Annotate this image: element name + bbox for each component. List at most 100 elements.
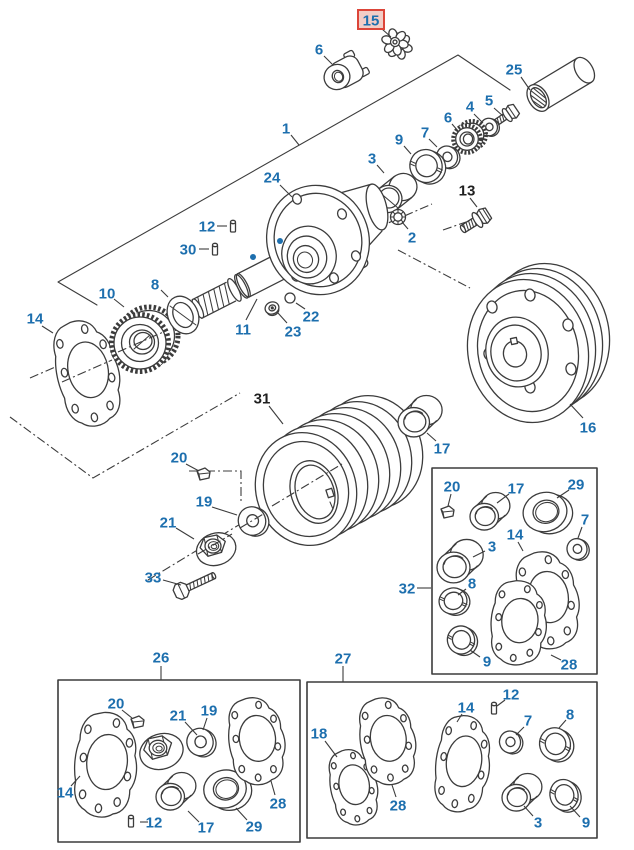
callout-12-13[interactable]: 12: [199, 219, 216, 236]
part-29-seal-box32: [518, 485, 578, 541]
callout-28-47[interactable]: 28: [270, 796, 287, 813]
callout-9-38[interactable]: 9: [483, 654, 491, 671]
leader-line: [401, 221, 409, 230]
callout-18-48[interactable]: 18: [311, 726, 328, 743]
leader-line: [473, 113, 484, 124]
callout-24-10[interactable]: 24: [264, 170, 281, 187]
callout-20-24[interactable]: 20: [171, 450, 188, 467]
part-7-washer-box32: [564, 535, 593, 564]
part-8-ring-box27: [535, 722, 579, 767]
callout-17-32[interactable]: 17: [508, 481, 525, 498]
leader-line: [70, 775, 81, 787]
callout-9-55[interactable]: 9: [582, 815, 590, 832]
leader-line: [41, 325, 54, 334]
leader-line: [456, 713, 463, 723]
part-16-pulley: [466, 262, 611, 424]
part-3-bushing-box32: [436, 538, 484, 584]
callout-6-5[interactable]: 6: [444, 110, 452, 127]
callout-21-26[interactable]: 21: [160, 515, 177, 532]
callout-23-19[interactable]: 23: [285, 324, 302, 341]
part-6-gear: [451, 119, 488, 155]
callout-15-0[interactable]: 15: [363, 13, 380, 30]
callout-3-54[interactable]: 3: [534, 815, 542, 832]
leader-line: [235, 807, 248, 821]
centerline-overlays: [61, 329, 343, 555]
callout-1-9[interactable]: 1: [282, 121, 290, 138]
callout-10-15[interactable]: 10: [99, 286, 116, 303]
callout-21-41[interactable]: 21: [170, 708, 187, 725]
part-3-bushing-box27: [501, 772, 543, 812]
group-box-27: [306, 681, 598, 839]
leader-line: [324, 740, 338, 758]
callout-28-39[interactable]: 28: [561, 657, 578, 674]
part-19-washer-box26: [182, 723, 220, 762]
callout-14-43[interactable]: 14: [57, 785, 74, 802]
callout-16-21[interactable]: 16: [580, 420, 597, 437]
callout-13-11[interactable]: 13: [459, 183, 476, 200]
callout-29-46[interactable]: 29: [246, 819, 263, 836]
leader-line: [279, 184, 293, 198]
leader-line: [245, 298, 258, 321]
callout-19-25[interactable]: 19: [196, 494, 213, 511]
callout-12-51[interactable]: 12: [503, 687, 520, 704]
leader-line: [569, 805, 581, 818]
callout-19-42[interactable]: 19: [201, 703, 218, 720]
leader-line: [451, 123, 460, 133]
leader-line: [391, 784, 397, 798]
callout-7-34[interactable]: 7: [581, 512, 589, 529]
callout-25-2[interactable]: 25: [506, 62, 523, 79]
part-2-nut: [389, 208, 407, 226]
part-17-bushing-box26: [155, 771, 197, 811]
link-dot[interactable]: [277, 238, 283, 244]
leader-line: [376, 164, 385, 174]
callout-3-8[interactable]: 3: [368, 151, 376, 168]
link-dot[interactable]: [250, 254, 256, 260]
leader-line: [268, 405, 284, 425]
callout-27-30[interactable]: 27: [335, 651, 352, 668]
callout-8-16[interactable]: 8: [151, 277, 159, 294]
leader-line: [428, 138, 438, 148]
callout-3-36[interactable]: 3: [488, 539, 496, 556]
callout-2-12[interactable]: 2: [408, 230, 416, 247]
part-15-coupling-spider: [381, 28, 413, 60]
callout-32-28[interactable]: 32: [399, 581, 416, 598]
callout-9-7[interactable]: 9: [395, 132, 403, 149]
callout-31-22[interactable]: 31: [254, 391, 271, 408]
leader-line: [185, 463, 200, 472]
callout-14-17[interactable]: 14: [27, 311, 44, 328]
callout-22-20[interactable]: 22: [303, 309, 320, 326]
part-21-flange-nut-box26: [134, 727, 189, 776]
callout-29-33[interactable]: 29: [568, 477, 585, 494]
callout-5-3[interactable]: 5: [485, 93, 493, 110]
leader-line: [556, 489, 570, 499]
leader-line: [493, 107, 504, 117]
callout-26-29[interactable]: 26: [153, 650, 170, 667]
part-8-ring: [166, 295, 200, 335]
callout-6-1[interactable]: 6: [315, 42, 323, 59]
leader-line: [472, 550, 486, 558]
callout-17-45[interactable]: 17: [198, 820, 215, 837]
callout-33-27[interactable]: 33: [145, 570, 162, 587]
callout-8-53[interactable]: 8: [566, 707, 574, 724]
callout-17-23[interactable]: 17: [434, 441, 451, 458]
callout-30-14[interactable]: 30: [180, 242, 197, 259]
callout-28-49[interactable]: 28: [390, 798, 407, 815]
part-20-key-box32: [440, 505, 455, 519]
leader-line: [202, 717, 208, 731]
callout-20-31[interactable]: 20: [444, 479, 461, 496]
callout-4-4[interactable]: 4: [466, 99, 475, 116]
callout-14-35[interactable]: 14: [507, 527, 524, 544]
callout-11-18[interactable]: 11: [235, 322, 251, 339]
callout-8-37[interactable]: 8: [468, 576, 476, 593]
part-9-ring-box27: [545, 774, 586, 817]
callout-7-52[interactable]: 7: [524, 713, 532, 730]
callout-7-6[interactable]: 7: [421, 125, 429, 142]
callout-20-40[interactable]: 20: [108, 696, 125, 713]
leader-line: [270, 780, 276, 796]
callout-14-50[interactable]: 14: [458, 700, 475, 717]
part-24-housing: [265, 183, 389, 296]
callout-12-44[interactable]: 12: [146, 815, 163, 832]
part-20-key: [196, 467, 211, 481]
